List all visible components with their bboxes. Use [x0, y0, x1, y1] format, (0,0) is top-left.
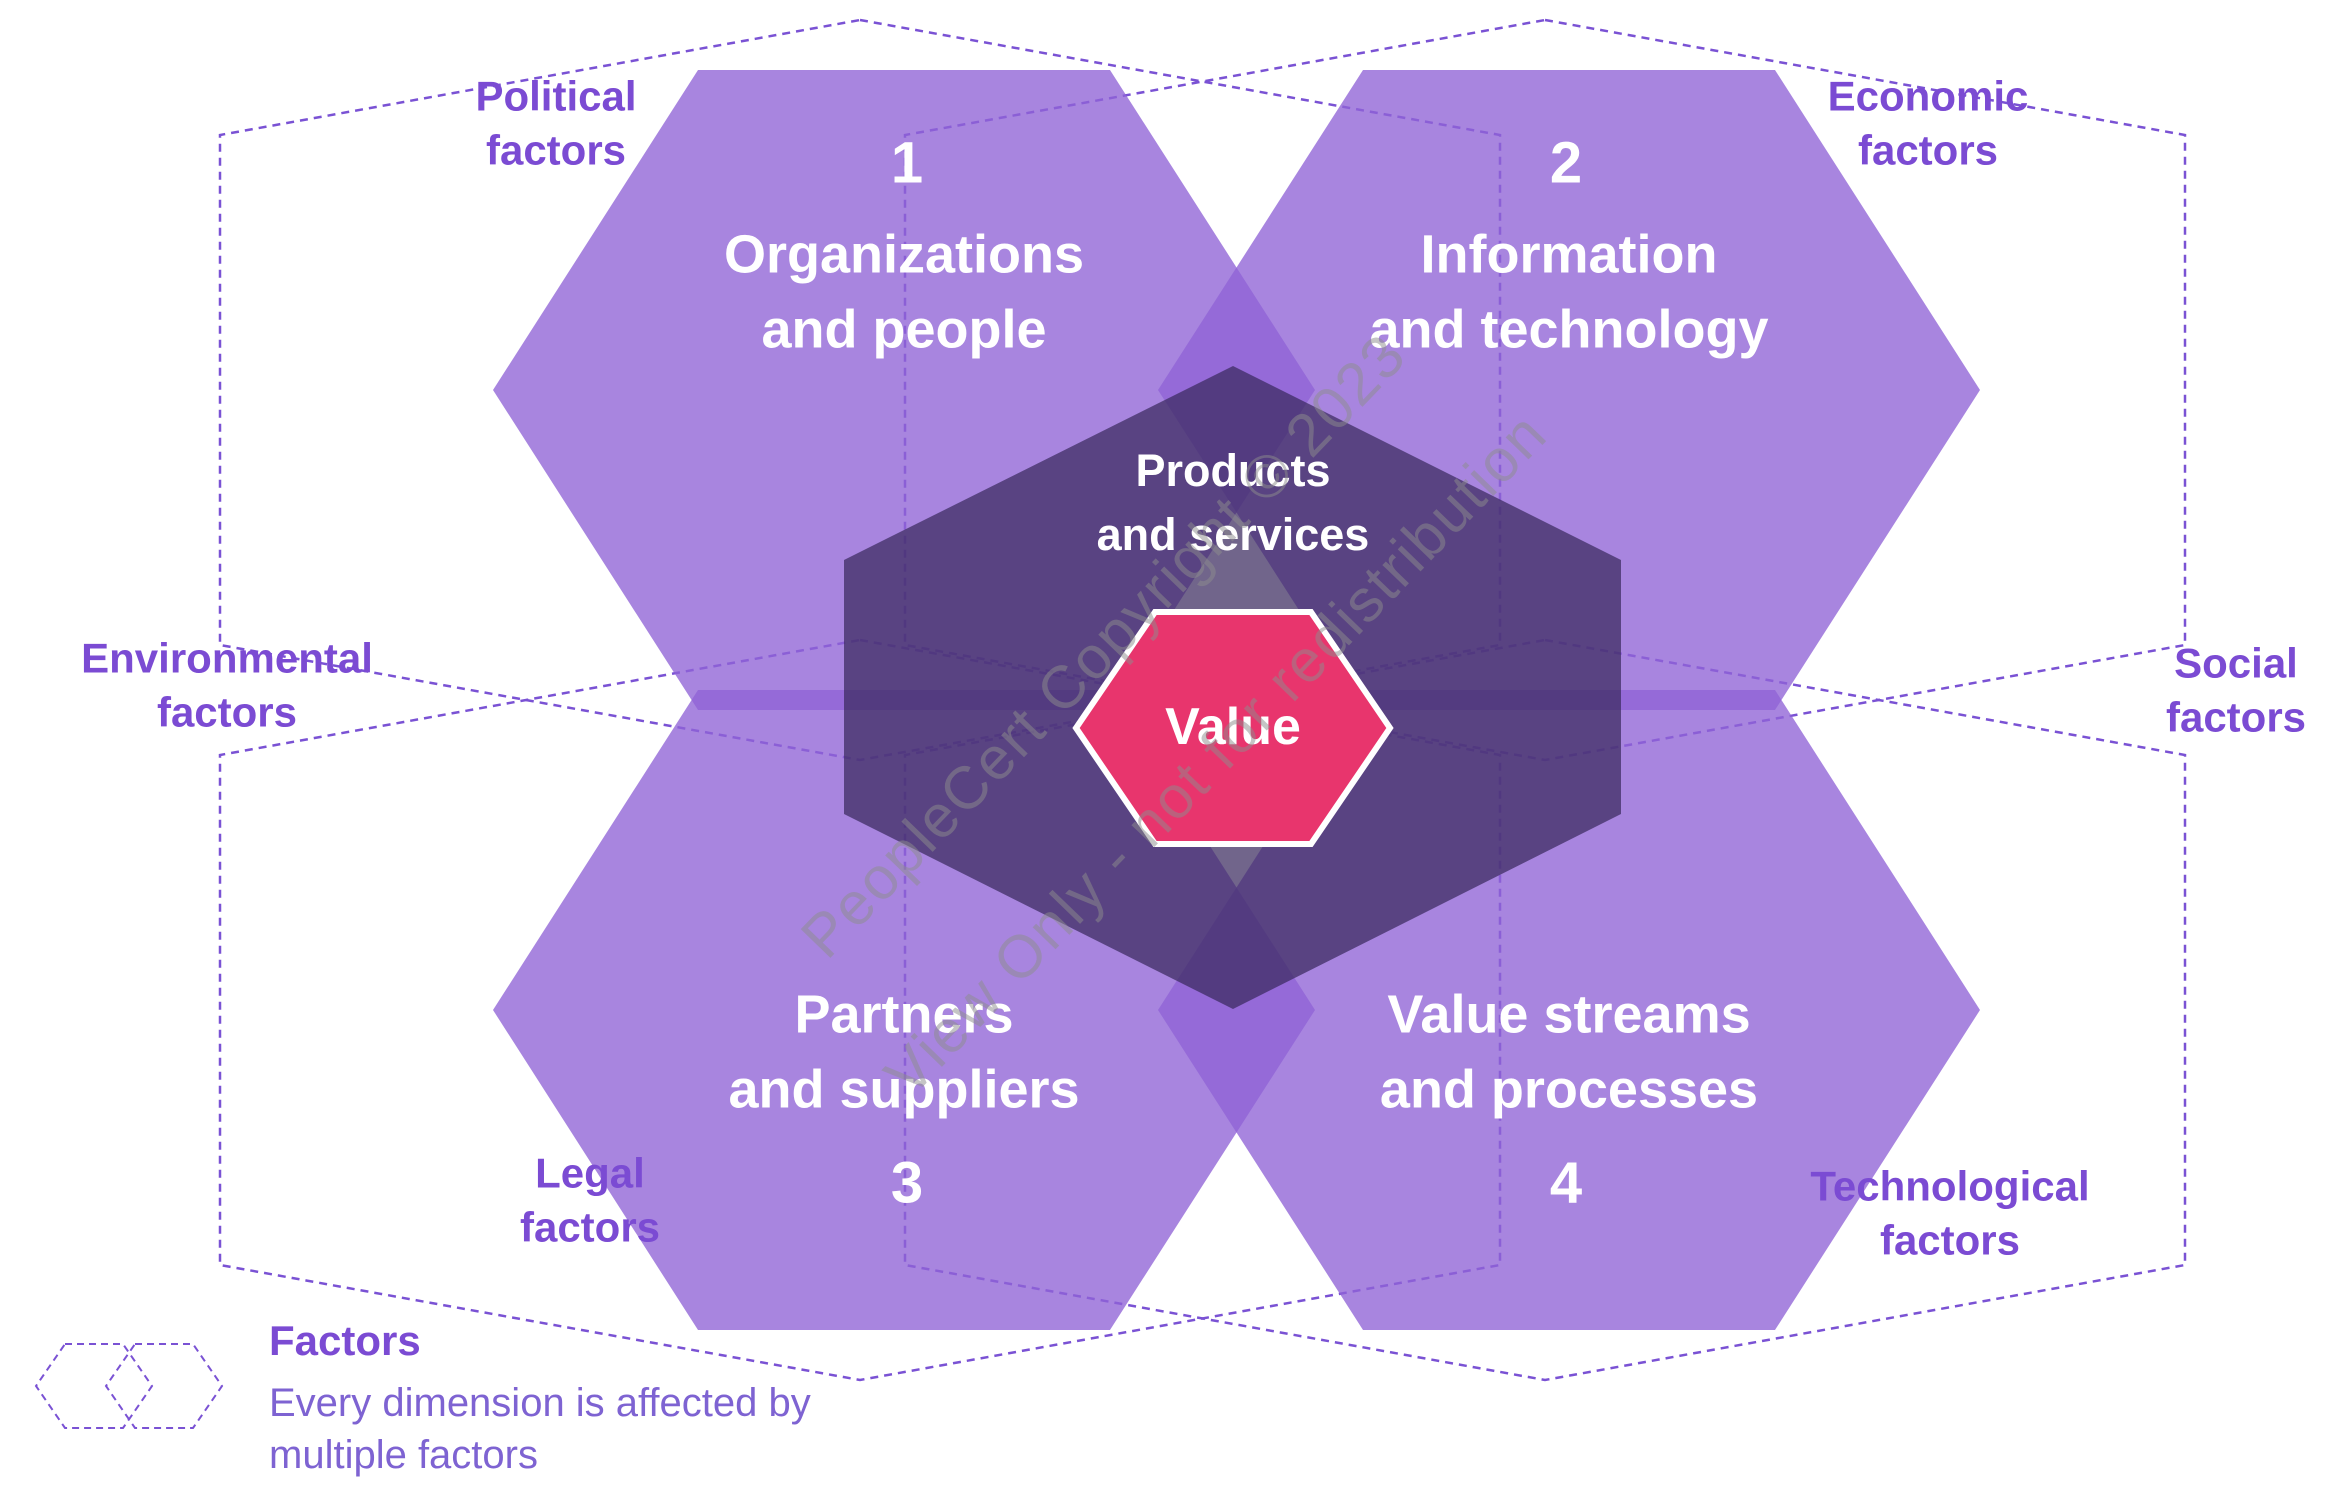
legal-line2: factors: [519, 1203, 661, 1250]
dimension-4-title-line2: and processes: [1379, 1059, 1759, 1119]
factor-label-technological: Technological factors: [1810, 1159, 2089, 1267]
factor-label-environmental: Environmental factors: [81, 631, 373, 739]
dimension-3-title-line2: and suppliers: [728, 1059, 1080, 1119]
dimension-1-title: Organizations and people: [724, 217, 1084, 366]
technological-line2: factors: [1879, 1216, 2021, 1263]
legend-description-line1: Every dimension is affected by: [269, 1380, 811, 1425]
environmental-line1: Environmental: [81, 634, 373, 682]
legend-hexagon-left-icon: [34, 1343, 154, 1429]
dimension-2-title-line2: and technology: [1369, 299, 1769, 359]
dimension-4-title-line1: Value streams: [1387, 984, 1751, 1045]
dimension-3-number: 3: [890, 1150, 924, 1216]
dimension-1-title-line2: and people: [761, 299, 1047, 359]
dimension-1-number: 1: [890, 130, 924, 196]
legend: Factors Every dimension is affected by m…: [269, 1314, 811, 1481]
dimension-2-title-line1: Information: [1420, 224, 1718, 285]
legend-title: Factors: [269, 1317, 421, 1364]
dimension-2-number: 2: [1549, 130, 1583, 196]
products-services-label: Products and services: [1097, 439, 1370, 567]
dimension-3-title-line1: Partners: [794, 984, 1014, 1045]
value-hexagon: [1072, 609, 1394, 847]
legend-description: Every dimension is affected by multiple …: [269, 1377, 811, 1481]
social-line1: Social: [2174, 639, 2298, 687]
factor-label-political: Political factors: [475, 69, 636, 177]
dimension-4-number: 4: [1549, 1150, 1583, 1216]
products-services-line1: Products: [1135, 445, 1331, 497]
dimension-1-title-line1: Organizations: [723, 224, 1085, 285]
political-line1: Political: [475, 72, 637, 120]
products-services-line2: and services: [1096, 509, 1370, 560]
environmental-line2: factors: [156, 688, 298, 735]
value-label: Value: [1165, 698, 1301, 756]
factor-label-economic: Economic factors: [1828, 69, 2029, 177]
factor-label-legal: Legal factors: [520, 1146, 660, 1254]
legend-description-line2: multiple factors: [269, 1432, 538, 1477]
dimension-2-title: Information and technology: [1369, 217, 1768, 366]
social-line2: factors: [2165, 693, 2307, 740]
economic-line1: Economic: [1827, 72, 2029, 120]
legend-hexagon-right-icon: [104, 1343, 224, 1429]
economic-line2: factors: [1857, 126, 1999, 173]
legal-line1: Legal: [535, 1149, 645, 1197]
factor-label-social: Social factors: [2166, 636, 2306, 744]
technological-line1: Technological: [1810, 1162, 2090, 1210]
dimension-4-title: Value streams and processes: [1380, 977, 1758, 1126]
political-line2: factors: [485, 126, 627, 173]
dimension-3-title: Partners and suppliers: [728, 977, 1079, 1126]
